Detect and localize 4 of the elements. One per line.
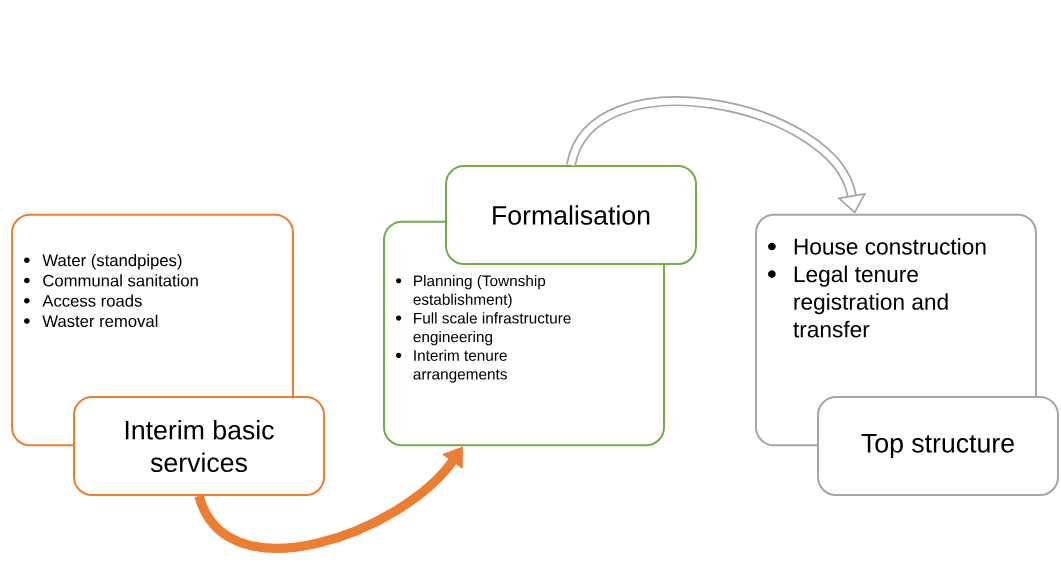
title-box: Interim basic services	[73, 396, 325, 496]
title-box: Top structure	[817, 396, 1059, 496]
curved-arrow	[566, 96, 867, 214]
title-box: Formalisation	[445, 165, 697, 265]
